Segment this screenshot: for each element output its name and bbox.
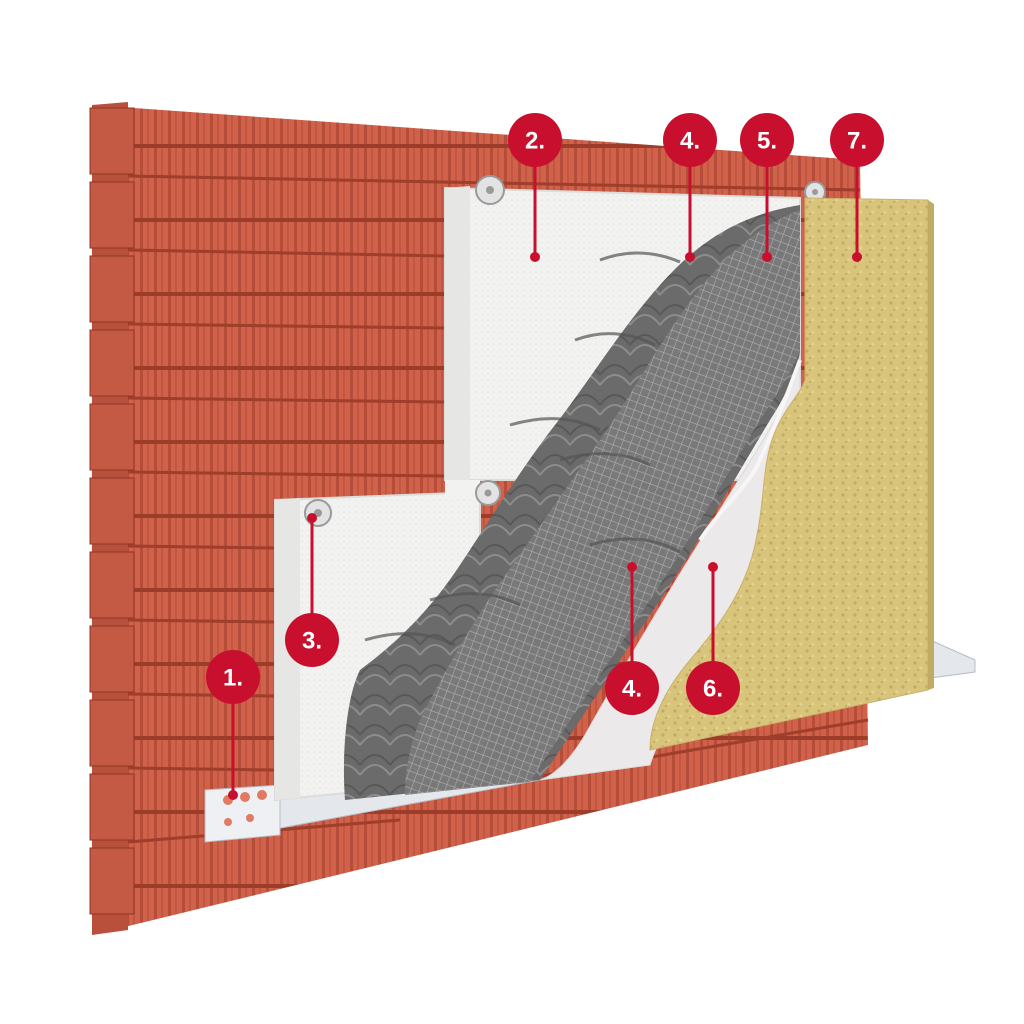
adhesive-mesh-layer (343, 205, 800, 800)
render-layer (649, 197, 934, 751)
callout-label: 1. (223, 665, 243, 692)
callout-label: 4. (622, 676, 642, 703)
callout-label: 7. (847, 128, 867, 155)
callout-6: 6. (686, 562, 740, 715)
callout-label: 3. (302, 628, 322, 655)
anchor-icon (475, 175, 505, 205)
callout-5: 5. (740, 113, 794, 262)
callout-3: 3. (285, 513, 339, 667)
callout-label: 6. (703, 676, 723, 703)
brick-courses (89, 107, 135, 915)
callouts: 1. 2. 3. 4. 4. (206, 113, 884, 800)
callout-label: 2. (525, 128, 545, 155)
trowel-ridges (364, 251, 681, 647)
callout-7: 7. (830, 113, 884, 262)
callout-4-bottom: 4. (605, 562, 659, 715)
callout-4-top: 4. (663, 113, 717, 262)
callout-2: 2. (508, 113, 562, 262)
callout-label: 5. (757, 128, 777, 155)
callout-label: 4. (680, 128, 700, 155)
callout-1: 1. (206, 650, 260, 800)
anchor-icon (475, 480, 501, 506)
anchor-icon (304, 499, 332, 527)
